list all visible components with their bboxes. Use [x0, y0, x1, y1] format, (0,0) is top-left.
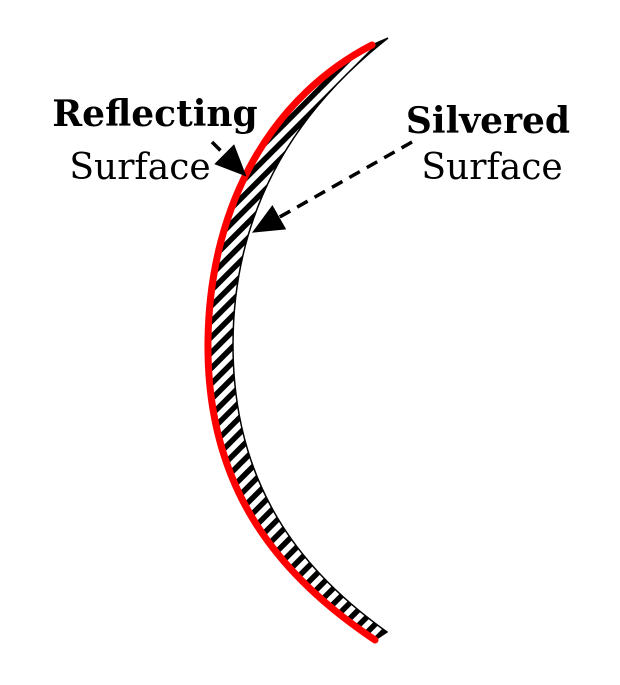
reflecting-pointer-arrow-icon — [210, 140, 247, 177]
reflecting-surface-curve — [204, 41, 379, 644]
reflecting-label-subtitle: Surface — [69, 147, 211, 188]
silvered-pointer-arrow-icon — [251, 140, 413, 233]
silvered-label-subtitle: Surface — [421, 147, 563, 188]
reflecting-label-title: Reflecting — [52, 93, 258, 135]
silvered-label-title: Silvered — [405, 100, 571, 142]
